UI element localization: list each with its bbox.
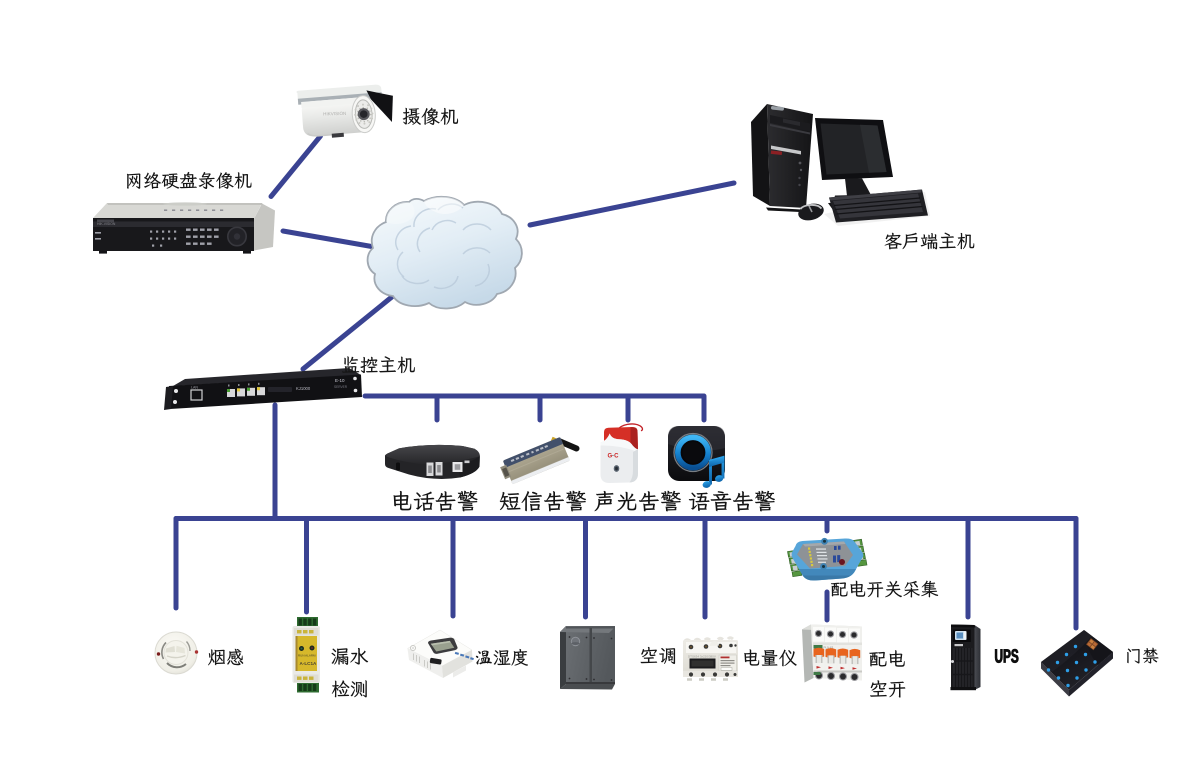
svg-text:G·C: G·C xyxy=(608,454,620,460)
svg-text:PL9-63: PL9-63 xyxy=(824,646,834,650)
svg-text:DTS634 3x220/380V: DTS634 3x220/380V xyxy=(688,655,716,659)
svg-text:RUN ALARM: RUN ALARM xyxy=(298,654,316,658)
svg-text:SERVER: SERVER xyxy=(334,385,348,389)
svg-text:LAN: LAN xyxy=(191,386,198,390)
svg-text:KJ1000: KJ1000 xyxy=(296,386,311,391)
svg-text:E-10: E-10 xyxy=(335,378,345,383)
svg-text:HIK-VISION: HIK-VISION xyxy=(97,222,116,226)
svg-text:HIKVISION: HIKVISION xyxy=(323,111,346,117)
svg-text:A-LC1A: A-LC1A xyxy=(300,661,318,666)
